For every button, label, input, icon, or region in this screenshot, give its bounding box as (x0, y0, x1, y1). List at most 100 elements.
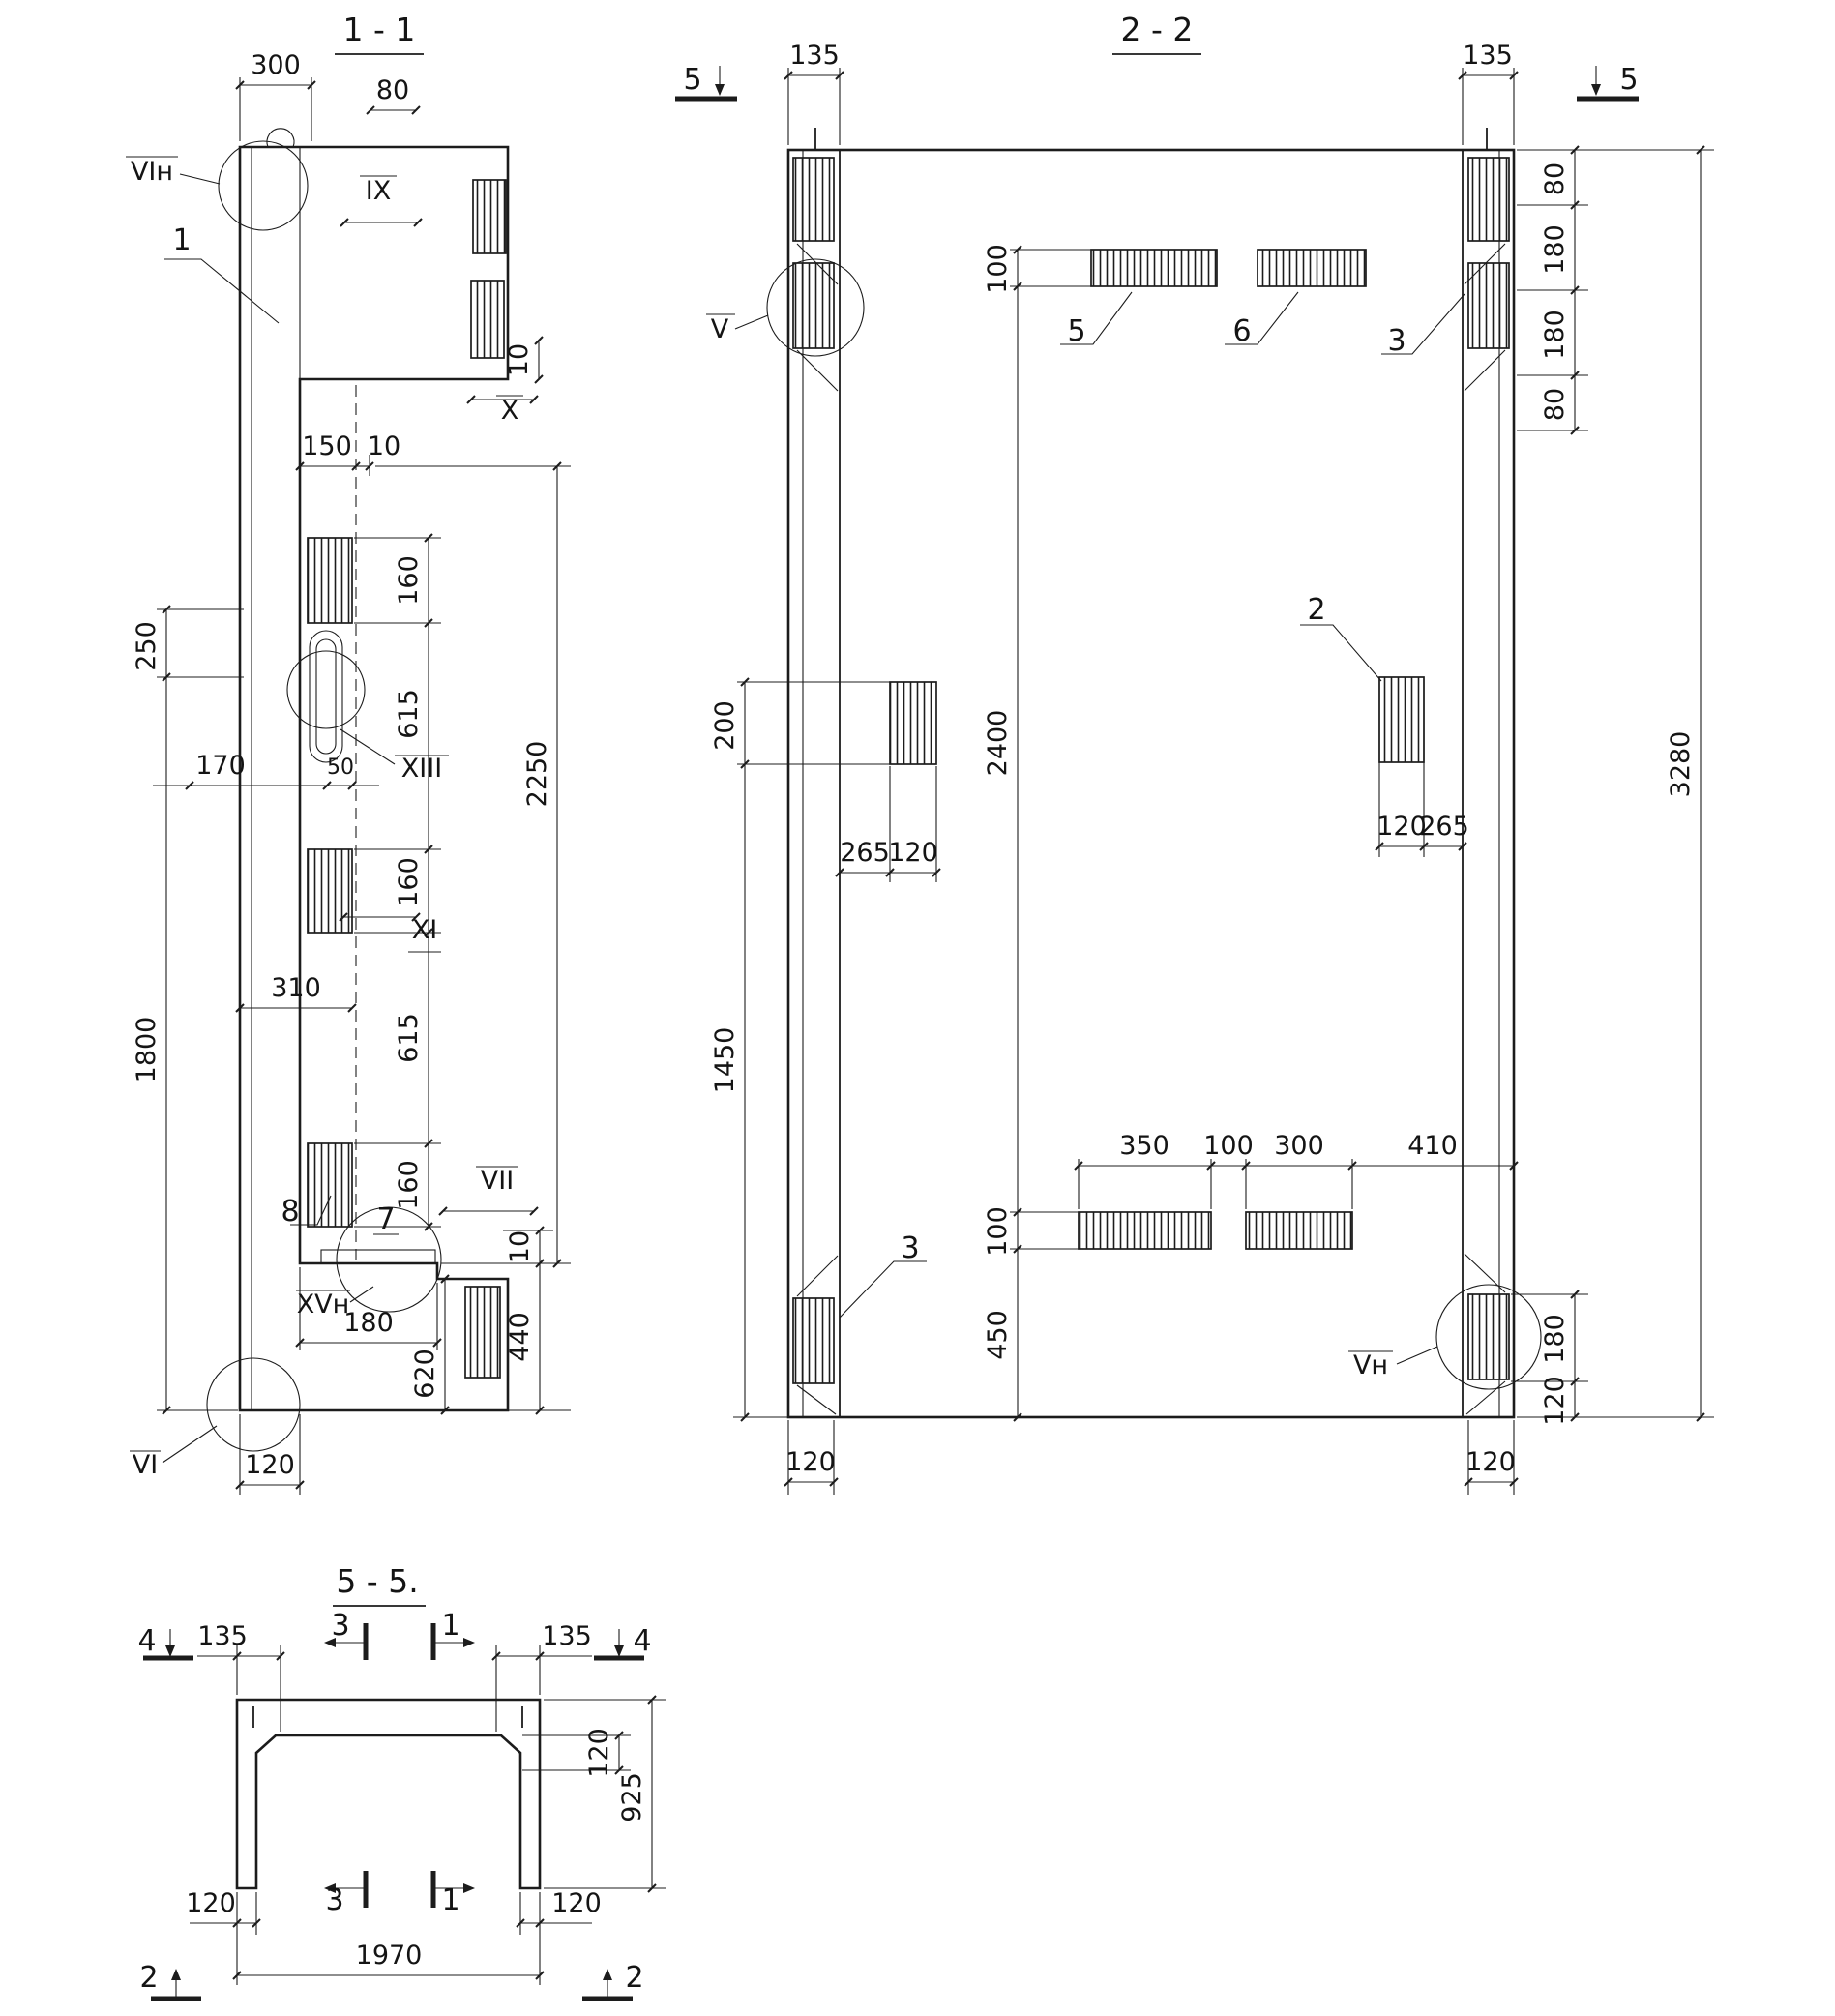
dim-label: 180 (1540, 224, 1570, 275)
weld-mark: VII (481, 1166, 514, 1196)
leader (1381, 293, 1465, 355)
dim-label: 250 (132, 621, 162, 671)
dim-label: 120 (584, 1728, 614, 1778)
section-cut-label: 3 (325, 1883, 343, 1917)
section-2-2-texts: 2 - 2 135 135 5 5 80 180 180 80 100 5 6 … (683, 11, 1696, 1477)
detail-circle (218, 140, 309, 231)
dim-label: 10 (505, 1230, 535, 1263)
section-2-2-dim-lines (675, 66, 1714, 1495)
channel-outline (235, 1698, 542, 1890)
dim-label: 100 (983, 244, 1013, 294)
dim-label: 80 (1540, 388, 1570, 421)
embed-plate (1078, 1211, 1212, 1250)
dim-label: 925 (617, 1772, 647, 1823)
leader (1300, 624, 1382, 682)
panel-section-outline (238, 145, 510, 1412)
section-1-1-dim-lines (153, 77, 571, 1495)
leader (1225, 291, 1299, 345)
dim-label: 265 (840, 838, 890, 868)
section-cut-label: 5 (1619, 63, 1638, 97)
weld-mark: VI (133, 1450, 158, 1480)
section-1-1-geometry (206, 128, 510, 1452)
dim-label: 200 (710, 700, 740, 751)
dim-label: 265 (1419, 812, 1469, 842)
dim-label: 450 (983, 1310, 1013, 1360)
dim-label: 120 (186, 1888, 236, 1918)
section-2-2: 2 - 2 135 135 5 5 80 180 180 80 100 5 6 … (675, 11, 1714, 1495)
dim-label: 180 (343, 1308, 394, 1338)
embed-plate (472, 179, 507, 254)
embed-plate (1467, 262, 1510, 349)
embed-plate (889, 681, 937, 765)
detail-circle (286, 650, 366, 729)
dim-label: 1970 (356, 1941, 423, 1971)
section-5-5-texts: 5 - 5. 4 135 3 1 135 4 120 925 120 3 1 1… (137, 1562, 651, 1995)
embed-plate (1467, 1293, 1510, 1380)
dim-label: 170 (195, 751, 246, 781)
section-5-5: 5 - 5. 4 135 3 1 135 4 120 925 120 3 1 1… (137, 1562, 666, 2001)
embed-plate (792, 262, 835, 349)
leader (162, 1425, 218, 1464)
part-label: 5 (1067, 314, 1085, 348)
embed-plate (1378, 676, 1425, 763)
dim-label: 120 (888, 838, 938, 868)
section-cut-label: 1 (441, 1609, 459, 1643)
weld-mark: X (501, 396, 519, 426)
detail-circle (206, 1357, 301, 1452)
dim-label: 120 (785, 1447, 836, 1477)
embed-plate (307, 537, 353, 624)
dim-label: 135 (1463, 41, 1513, 71)
embed-plate (792, 157, 835, 242)
section-title: 1 - 1 (343, 11, 416, 48)
dim-label: 3280 (1666, 731, 1696, 798)
dim-label: 1450 (710, 1027, 740, 1094)
weld-mark: IX (366, 176, 391, 206)
embed-plate (1090, 249, 1218, 287)
dim-label: 80 (1540, 163, 1570, 195)
section-cut-label: 4 (137, 1624, 156, 1658)
dim-label: 10 (504, 343, 534, 376)
leader (1060, 291, 1133, 345)
part-label: 8 (281, 1195, 299, 1229)
weld-mark: XVн (297, 1290, 350, 1319)
section-5-5-geometry (235, 1698, 542, 1890)
embed-plate (1257, 249, 1367, 287)
dim-label: 1800 (132, 1017, 162, 1083)
dim-label: 2400 (983, 710, 1013, 777)
section-title: 2 - 2 (1121, 11, 1194, 48)
dim-label: 350 (1119, 1131, 1169, 1161)
lifting-loop (266, 128, 295, 148)
leader (164, 258, 280, 324)
dim-label: 410 (1407, 1131, 1458, 1161)
embed-plate (1467, 157, 1510, 242)
section-2-2-geometry (766, 128, 1542, 1419)
part-label: 1 (172, 223, 191, 257)
leader (340, 728, 396, 765)
dim-label: 120 (551, 1888, 602, 1918)
dim-label: 300 (1274, 1131, 1324, 1161)
slot-inner (315, 638, 337, 755)
dim-label: 2250 (522, 741, 552, 808)
dim-label: 180 (1540, 310, 1570, 360)
leader (349, 1286, 374, 1303)
part-label: 6 (1232, 314, 1251, 348)
section-title: 5 - 5. (336, 1562, 418, 1600)
leader (839, 1260, 927, 1319)
dim-label: 615 (394, 1013, 424, 1063)
dim-label: 135 (197, 1621, 248, 1651)
base-plate (320, 1249, 436, 1264)
dim-label: 615 (394, 689, 424, 739)
dim-label: 150 (302, 431, 352, 461)
dim-label: 120 (1465, 1447, 1516, 1477)
dim-label: 120 (1540, 1376, 1570, 1426)
section-cut-label: 5 (683, 63, 701, 97)
embed-plate (307, 848, 353, 934)
dim-label: 180 (1540, 1314, 1570, 1364)
dim-label: 120 (245, 1450, 295, 1480)
leader (290, 1195, 332, 1226)
part-label: 3 (1387, 324, 1406, 358)
weld-mark: VIн (131, 157, 173, 187)
dim-label: 135 (542, 1621, 592, 1651)
